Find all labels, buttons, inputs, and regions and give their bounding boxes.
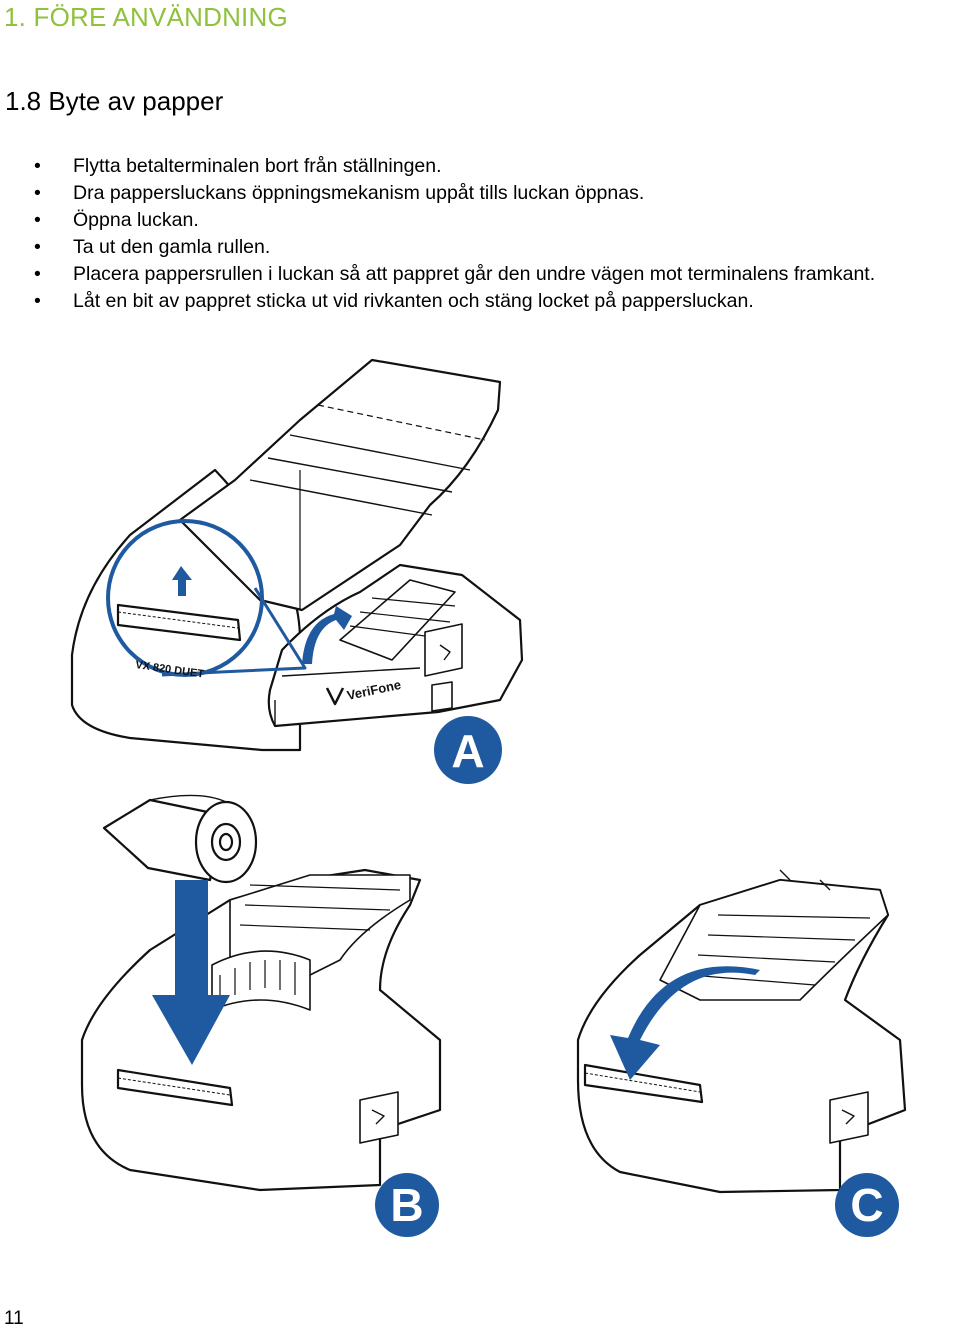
chapter-heading: 1. FÖRE ANVÄNDNING [4,2,288,32]
terminal-closing-c [576,869,907,1194]
step-badge-c: C [835,1173,899,1237]
list-item: Flytta betalterminalen bort från ställni… [30,153,875,180]
list-item: Låt en bit av pappret sticka ut vid rivk… [30,288,875,315]
step-badge-b: B [375,1173,439,1237]
svg-text:C: C [850,1179,883,1231]
svg-text:B: B [390,1179,423,1231]
terminal-stand-a: VX 820 DUET VeriFone [70,358,524,752]
svg-text:A: A [451,725,484,777]
list-item: Placera pappersrullen i luckan så att pa… [30,261,875,288]
terminal-open-b [80,794,442,1192]
list-item: Dra pappersluckans öppningsmekanism uppå… [30,180,875,207]
list-item: Ta ut den gamla rullen. [30,234,875,261]
paper-change-illustration: VX 820 DUET VeriFone A [70,358,907,1237]
instruction-list: Flytta betalterminalen bort från ställni… [30,153,875,315]
step-badge-a: A [434,716,502,784]
section-title: 1.8 Byte av papper [5,86,224,116]
list-item: Öppna luckan. [30,207,875,234]
page-number: 11 [4,1308,24,1329]
